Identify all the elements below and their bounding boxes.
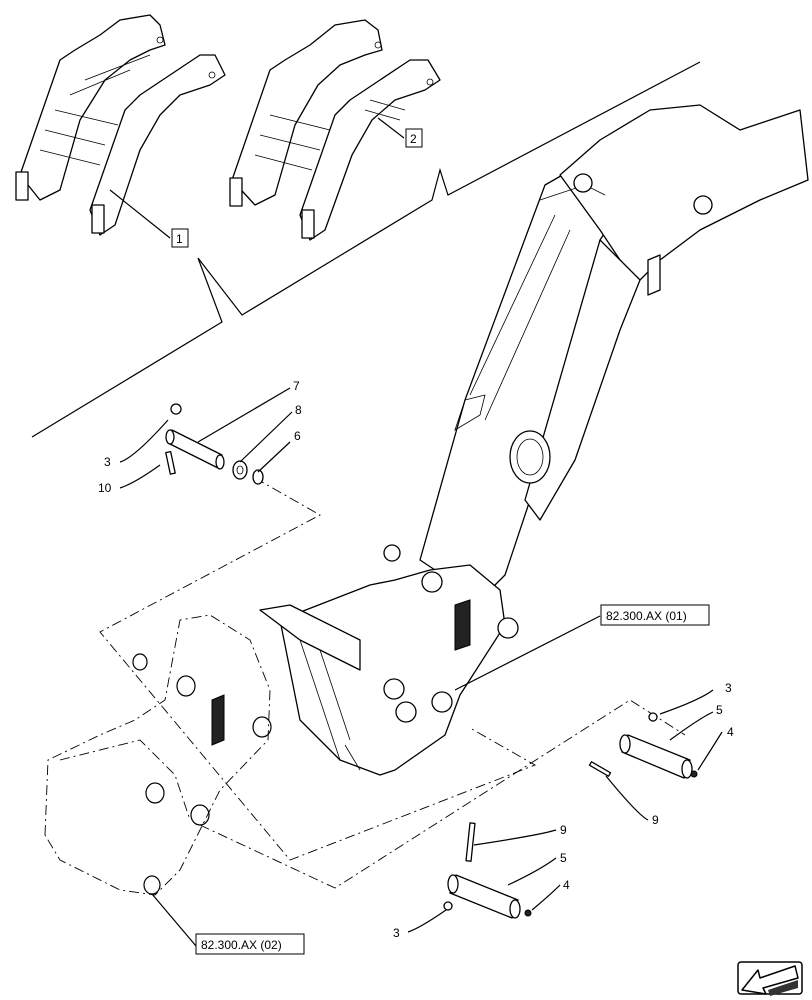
callout-7: 7: [293, 379, 300, 393]
callout-label: 1: [176, 232, 183, 246]
loader-variant-1-thumbnail: [15, 14, 226, 236]
loader-arm: [419, 104, 809, 601]
pin-assembly-upper: [165, 403, 264, 485]
pin-assembly-right: [588, 712, 698, 779]
callout-5-lower: 5: [560, 851, 567, 865]
callout-9-lower: 9: [560, 823, 567, 837]
loader-variant-2-thumbnail: [229, 19, 441, 241]
leader-lines: [119, 387, 723, 947]
washer-item-8: [232, 460, 248, 480]
callout-labels: 3 10 7 8 6 3 5 4 9 9 5 4 3: [98, 379, 734, 940]
callout-variant-1: 1: [109, 189, 189, 248]
pin-item-7: [167, 429, 223, 469]
reference-label: 82.300.AX (02): [201, 938, 282, 952]
bolt-item-10: [165, 450, 176, 475]
pin-assembly-lower: [443, 822, 532, 919]
callout-6: 6: [294, 429, 301, 443]
assembly-line-lower: [199, 699, 686, 889]
break-line: [31, 61, 701, 438]
reference-box-upper[interactable]: 82.300.AX (01): [600, 604, 710, 626]
reference-box-lower[interactable]: 82.300.AX (02): [195, 933, 305, 955]
callout-5-right: 5: [716, 703, 723, 717]
frame-mount-ghost: [44, 614, 272, 896]
callout-4-lower: 4: [563, 878, 570, 892]
callout-3-lower: 3: [393, 926, 400, 940]
assembly-line-upper: [99, 477, 537, 861]
callout-10: 10: [98, 481, 112, 495]
arrow-next-icon[interactable]: [737, 961, 803, 996]
callout-9-right: 9: [652, 813, 659, 827]
callout-8: 8: [295, 403, 302, 417]
nut-item-3: [170, 403, 182, 415]
arm-mount-bracket: [259, 544, 519, 776]
ring-item-6: [252, 469, 264, 485]
callout-4-right: 4: [727, 725, 734, 739]
callout-3-upper: 3: [104, 455, 111, 469]
callout-3-right: 3: [725, 681, 732, 695]
reference-label: 82.300.AX (01): [606, 609, 687, 623]
callout-label: 2: [410, 132, 417, 146]
callout-variant-2: 2: [377, 117, 423, 148]
